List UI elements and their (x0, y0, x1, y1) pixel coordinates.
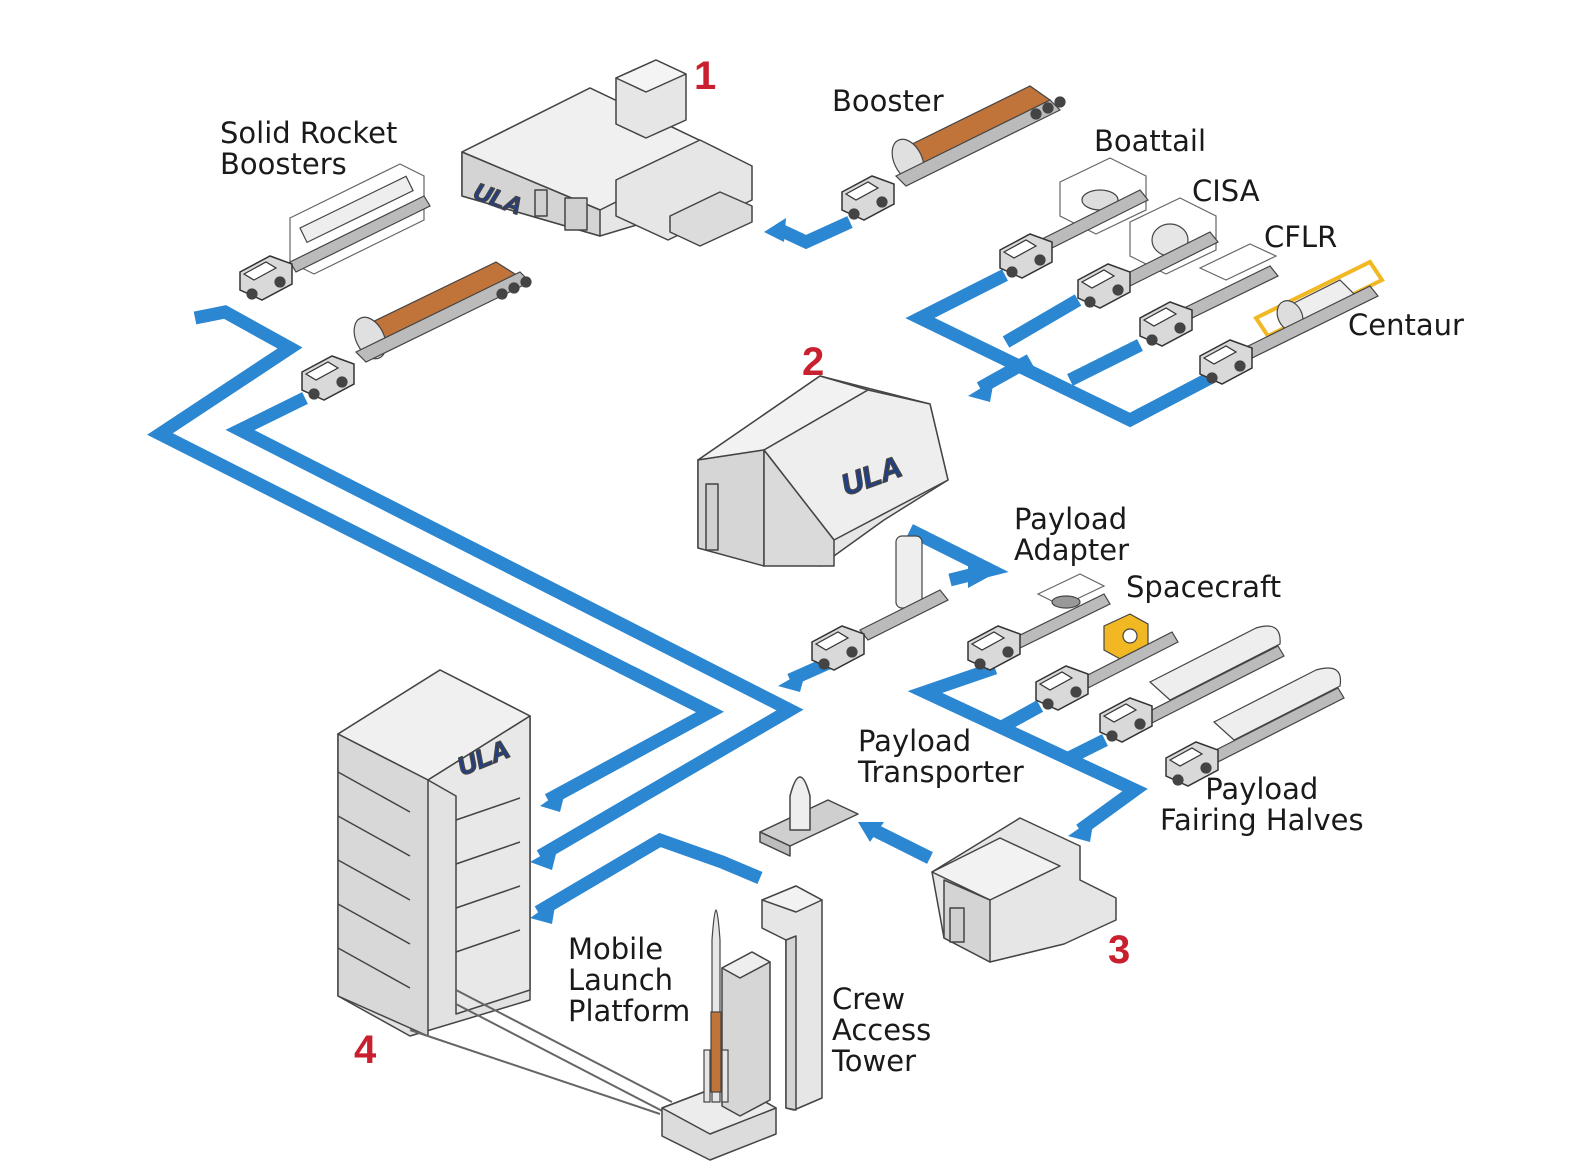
flow-2-out (907, 524, 1009, 587)
label-payload-fairing-halves: Payload Fairing Halves (1160, 772, 1364, 837)
flow-to-2 (976, 354, 1034, 394)
flow-booster (225, 392, 804, 862)
label-booster: Booster (832, 84, 944, 118)
flow-fairing-branch (1062, 734, 1108, 766)
rocket (703, 909, 729, 1103)
facility-number-3: 3 (1108, 928, 1131, 972)
boattail-truck (999, 157, 1149, 279)
cisa-truck (1077, 197, 1219, 309)
payload-adapter-truck (811, 535, 949, 671)
label-crew-access-tower: Crew Access Tower (832, 982, 932, 1078)
booster-truck-top (841, 85, 1066, 221)
label-payload-transporter: Payload Transporter (858, 724, 1024, 789)
mobile-launch-platform (661, 951, 777, 1161)
label-cisa: CISA (1192, 174, 1260, 208)
building-4: ULA (337, 669, 531, 1037)
centaur-truck (1199, 259, 1385, 385)
flow-stages-collector (905, 269, 1214, 428)
building-1: ULA (461, 59, 753, 247)
building-3 (931, 817, 1117, 963)
srb-truck (239, 163, 431, 301)
flow-payload-collector (907, 661, 1148, 836)
label-spacecraft: Spacecraft (1126, 570, 1282, 604)
label-centaur: Centaur (1348, 308, 1464, 342)
booster-truck-left (301, 261, 532, 401)
label-solid-rocket-boosters: Solid Rocket Boosters (220, 116, 398, 181)
flow-transporter-to-4 (534, 832, 763, 918)
cflr-truck (1139, 243, 1279, 347)
label-cflr: CFLR (1264, 220, 1338, 254)
flow-cflr-branch (1067, 339, 1143, 386)
flow-arrowheads (530, 218, 1094, 924)
flow-cisa-branch (1002, 294, 1082, 348)
facility-number-1: 1 (694, 54, 717, 98)
crew-access-tower (761, 885, 823, 1111)
flow-paths (147, 216, 1214, 918)
fairing-truck-2 (1165, 667, 1345, 787)
facility-number-4: 4 (354, 1028, 377, 1072)
payload-transporter (759, 776, 859, 857)
fairing-truck-1 (1099, 625, 1285, 743)
label-payload-adapter: Payload Adapter (1014, 502, 1130, 567)
flow-srb (147, 305, 724, 806)
label-boattail: Boattail (1094, 124, 1207, 158)
adapter-truck (967, 573, 1111, 671)
flow-3-to-transporter (867, 822, 933, 864)
flow-spacecraft-branch (996, 700, 1044, 734)
label-mobile-launch-platform: Mobile Launch Platform (568, 932, 691, 1028)
launch-rails (409, 989, 673, 1117)
building-2: ULA (697, 375, 949, 567)
spacecraft-truck (1035, 613, 1179, 711)
flow-booster-to-1 (773, 216, 853, 250)
facility-number-2: 2 (802, 340, 825, 384)
